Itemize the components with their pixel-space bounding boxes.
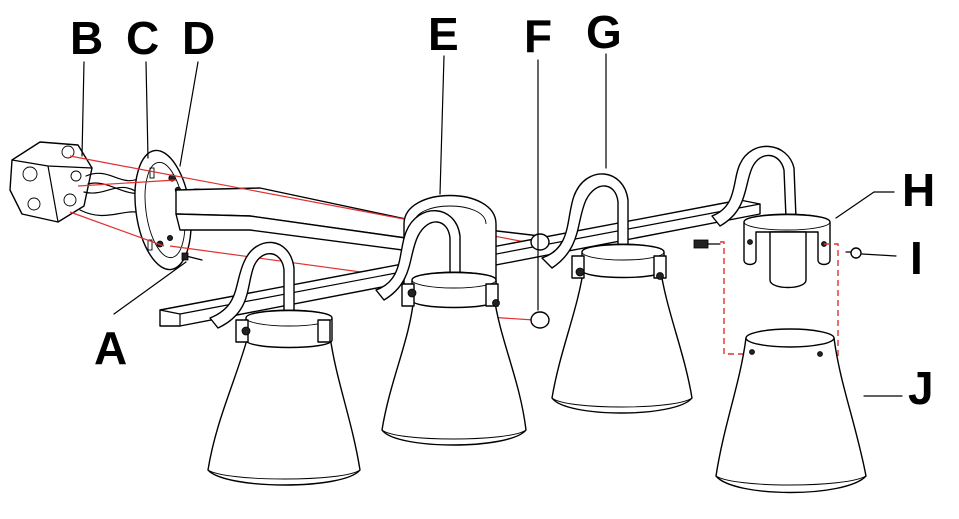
shade-3 [551,243,693,414]
shade-screw [845,247,862,259]
callout-j: J [908,362,934,414]
callout-b: B [70,12,103,64]
shade-exploded [715,328,867,494]
callout-labels: B C D E F G H I A J [70,6,935,414]
shade-2 [381,271,527,446]
alignment-dashes [720,241,839,359]
socket-holder [743,213,831,289]
bar-end-screw [693,239,721,249]
callout-c: C [126,12,159,64]
callout-g: G [586,6,622,58]
leader-lines [81,53,903,397]
junction-box [9,141,93,223]
callout-i: I [910,232,923,284]
finial-knob [530,233,550,329]
callout-e: E [428,8,459,60]
callout-h: H [902,164,935,216]
lamp-arm-3 [541,173,629,269]
callout-a: A [94,322,127,374]
callout-d: D [182,12,215,64]
callout-f: F [524,10,552,62]
shade-1 [207,309,361,486]
